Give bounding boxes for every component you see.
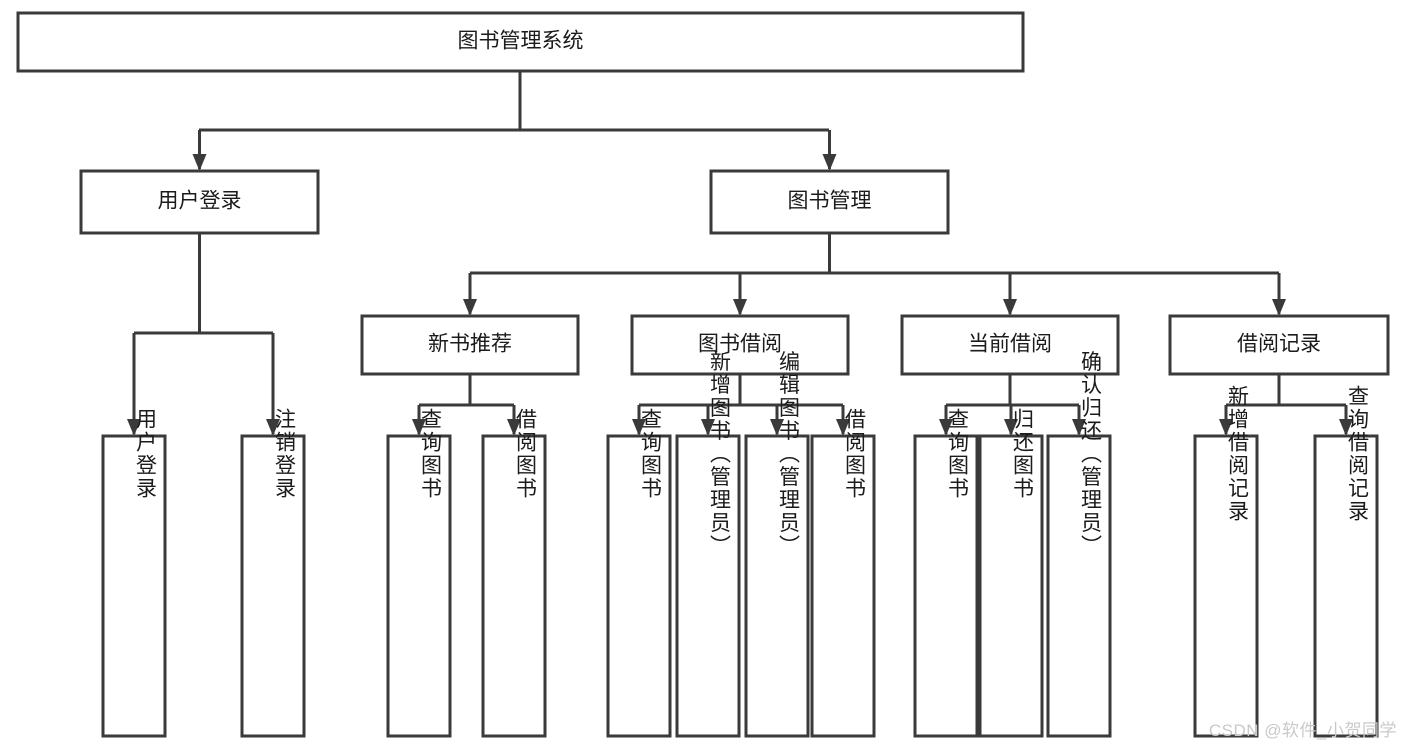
- arrow-to-user-login: [192, 154, 207, 171]
- node-label-leaf-query-record: 查询借阅记录: [1345, 385, 1369, 523]
- arrow-to-leaf-add-book: [701, 419, 715, 436]
- arrow-to-leaf-logout: [266, 419, 280, 436]
- arrow-to-new-book-recommend: [463, 299, 477, 316]
- node-label-leaf-query-book-1: 查询图书: [418, 408, 442, 500]
- arrow-to-leaf-edit-book: [770, 419, 784, 436]
- node-box[interactable]: [16, 11, 1025, 73]
- node-box[interactable]: [1193, 434, 1259, 738]
- node-box[interactable]: [675, 434, 741, 738]
- node-box[interactable]: [913, 434, 979, 738]
- node-label-leaf-return-book: 归还图书: [1010, 408, 1034, 500]
- node-leaf-borrow-book-2[interactable]: 借阅图书: [810, 408, 876, 738]
- node-box[interactable]: [900, 314, 1120, 376]
- arrow-to-leaf-borrow-book-1: [507, 419, 521, 436]
- node-box[interactable]: [1313, 434, 1379, 738]
- node-leaf-edit-book[interactable]: 编辑图书（管理员）: [744, 351, 810, 738]
- node-box[interactable]: [744, 434, 810, 738]
- node-book-borrow[interactable]: 图书借阅: [630, 314, 850, 376]
- node-label-leaf-user-login: 用户登录: [133, 408, 157, 500]
- node-leaf-query-record[interactable]: 查询借阅记录: [1313, 385, 1379, 738]
- node-leaf-query-book-2[interactable]: 查询图书: [606, 408, 672, 738]
- arrow-to-current-borrow: [1003, 299, 1017, 316]
- node-undefined[interactable]: 图书管理系统: [16, 11, 1025, 73]
- node-label-leaf-query-book-3: 查询图书: [945, 408, 969, 500]
- arrow-to-leaf-query-book-2: [632, 419, 646, 436]
- node-label-user-login: 用户登录: [158, 190, 242, 213]
- diagram-nodes: 图书管理系统用户登录图书管理新书推荐图书借阅当前借阅借阅记录用户登录注销登录查询…: [16, 11, 1390, 738]
- node-label-leaf-add-book: 新增图书（管理员）: [707, 351, 731, 558]
- node-leaf-return-book[interactable]: 归还图书: [978, 408, 1044, 738]
- node-label-borrow-record: 借阅记录: [1237, 333, 1321, 356]
- arrow-to-leaf-borrow-book-2: [836, 419, 850, 436]
- node-borrow-record[interactable]: 借阅记录: [1168, 314, 1390, 376]
- node-box[interactable]: [481, 434, 547, 738]
- node-box[interactable]: [709, 169, 950, 235]
- arrow-to-leaf-query-book-1: [412, 419, 426, 436]
- node-box[interactable]: [978, 434, 1044, 738]
- node-label-leaf-confirm-return: 确认归还（管理员）: [1078, 351, 1102, 558]
- node-current-borrow[interactable]: 当前借阅: [900, 314, 1120, 376]
- node-leaf-logout[interactable]: 注销登录: [240, 408, 306, 738]
- node-box[interactable]: [386, 434, 452, 738]
- node-box[interactable]: [240, 434, 306, 738]
- arrow-to-leaf-confirm-return: [1072, 419, 1086, 436]
- node-box[interactable]: [1046, 434, 1112, 738]
- node-leaf-query-book-1[interactable]: 查询图书: [386, 408, 452, 738]
- arrow-to-leaf-query-book-3: [939, 419, 953, 436]
- node-leaf-borrow-book-1[interactable]: 借阅图书: [481, 408, 547, 738]
- connector-lines: [127, 71, 1353, 436]
- node-box[interactable]: [606, 434, 672, 738]
- node-leaf-query-book-3[interactable]: 查询图书: [913, 408, 979, 738]
- node-book-manage[interactable]: 图书管理: [709, 169, 950, 235]
- node-leaf-add-book[interactable]: 新增图书（管理员）: [675, 351, 741, 738]
- node-leaf-user-login[interactable]: 用户登录: [101, 408, 167, 738]
- arrow-to-borrow-record: [1272, 299, 1286, 316]
- node-label-book-borrow: 图书借阅: [698, 333, 782, 356]
- node-box[interactable]: [360, 314, 580, 376]
- node-label-leaf-borrow-book-1: 借阅图书: [513, 408, 537, 500]
- node-leaf-add-record[interactable]: 新增借阅记录: [1193, 385, 1259, 738]
- node-box[interactable]: [1168, 314, 1390, 376]
- node-box[interactable]: [79, 169, 320, 235]
- arrow-to-book-borrow: [733, 299, 747, 316]
- node-label-book-manage: 图书管理: [788, 190, 872, 213]
- node-label-undefined: 图书管理系统: [458, 30, 584, 53]
- node-label-leaf-add-record: 新增借阅记录: [1225, 385, 1249, 523]
- arrow-to-book-manage: [822, 154, 837, 171]
- node-label-leaf-borrow-book-2: 借阅图书: [842, 408, 866, 500]
- node-label-leaf-query-book-2: 查询图书: [638, 408, 662, 500]
- arrow-to-leaf-user-login: [127, 419, 141, 436]
- node-leaf-confirm-return[interactable]: 确认归还（管理员）: [1046, 351, 1112, 738]
- node-label-leaf-logout: 注销登录: [272, 408, 296, 500]
- arrow-to-leaf-add-record: [1219, 419, 1233, 436]
- node-new-book-recommend[interactable]: 新书推荐: [360, 314, 580, 376]
- arrow-to-leaf-query-record: [1339, 419, 1353, 436]
- node-label-leaf-edit-book: 编辑图书（管理员）: [776, 351, 800, 558]
- node-label-current-borrow: 当前借阅: [968, 333, 1052, 356]
- node-label-new-book-recommend: 新书推荐: [428, 333, 512, 356]
- node-box[interactable]: [810, 434, 876, 738]
- node-box[interactable]: [101, 434, 167, 738]
- node-user-login[interactable]: 用户登录: [79, 169, 320, 235]
- arrow-to-leaf-return-book: [1004, 419, 1018, 436]
- node-box[interactable]: [630, 314, 850, 376]
